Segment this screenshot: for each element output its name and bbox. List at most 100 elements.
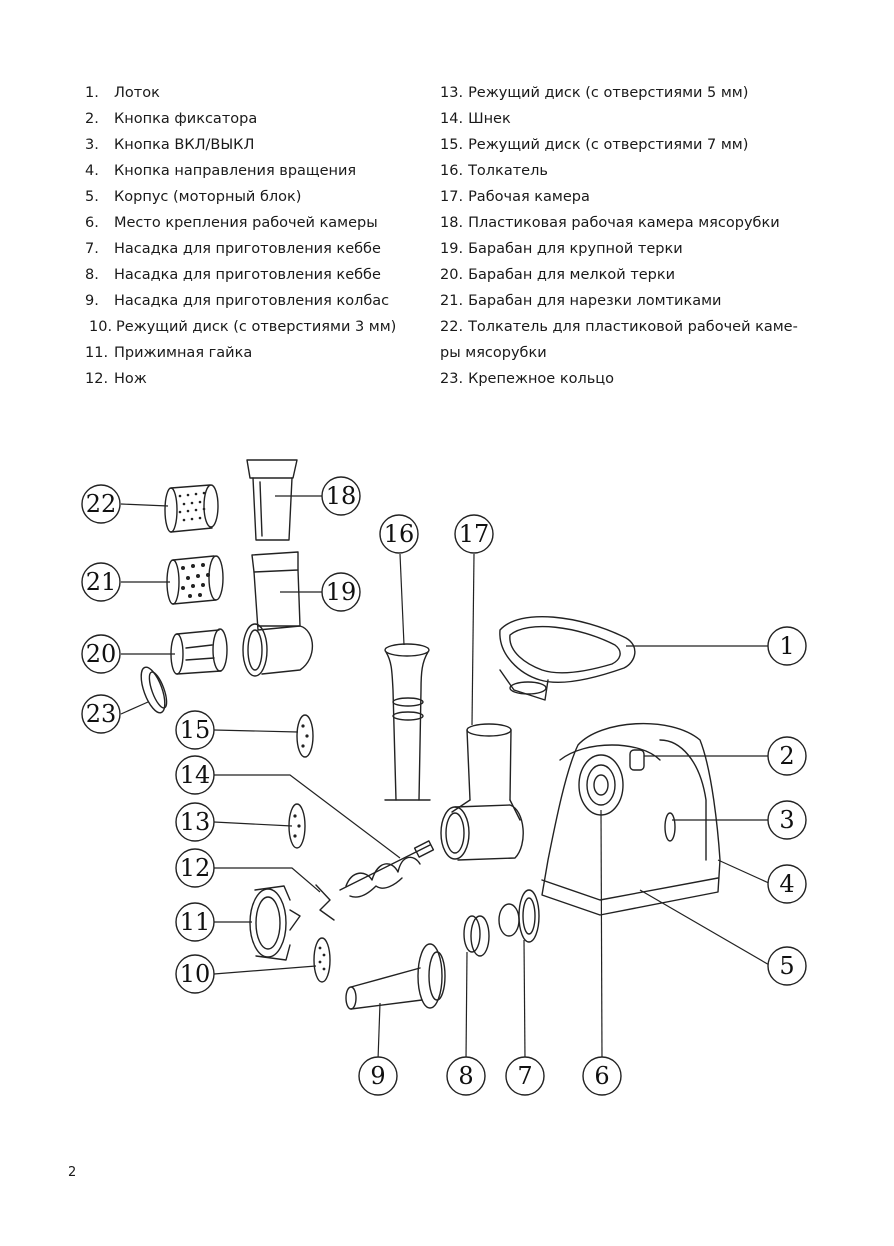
- part-17-working-chamber: [440, 723, 524, 861]
- item-text: Толкатель: [468, 163, 548, 179]
- part-15-disc: [296, 714, 314, 758]
- item-number: 4.: [85, 163, 99, 179]
- item-text: Режущий диск (с отверстиями 7 мм): [468, 137, 749, 153]
- parts-list-item: 12. Нож: [85, 366, 425, 392]
- callout-number: 10: [180, 960, 211, 988]
- parts-list-item: 14.Шнек: [440, 106, 820, 132]
- parts-list-item: 11.Прижимная гайка: [85, 340, 425, 366]
- callout-3: 3: [767, 800, 807, 840]
- part-23-ring: [140, 666, 168, 714]
- callout-number: 2: [779, 742, 794, 770]
- item-number: 16.: [440, 163, 464, 179]
- item-number: 3.: [85, 137, 99, 153]
- callout-number: 5: [779, 952, 794, 980]
- item-text: Шнек: [468, 111, 511, 127]
- item-number: 13.: [440, 85, 464, 101]
- callout-9: 9: [358, 1056, 398, 1096]
- item-text: Место крепления рабочей камеры: [114, 215, 378, 231]
- callout-17: 17: [454, 514, 494, 554]
- part-8-kebbe-attachment: [463, 915, 490, 957]
- part-18-plastic-chamber: [246, 459, 298, 541]
- parts-list-item: 18.Пластиковая рабочая камера мясорубки: [440, 210, 820, 236]
- parts-list-item: 19.Барабан для крупной терки: [440, 236, 820, 262]
- parts-list-item: 8. Насадка для приготовления кеббе: [85, 262, 425, 288]
- item-number: 9.: [85, 293, 99, 309]
- item-number: 8.: [85, 267, 99, 283]
- item-text: Режущий диск (с отверстиями 3 мм): [116, 319, 397, 335]
- item-number: 1.: [85, 85, 99, 101]
- item-text: Нож: [114, 371, 147, 387]
- callout-2: 2: [767, 736, 807, 776]
- item-number: 12.: [85, 371, 109, 387]
- part-7-kebbe-attachment: [498, 889, 540, 943]
- callout-number: 4: [779, 870, 794, 898]
- callout-number: 18: [326, 482, 357, 510]
- item-number: 10.: [89, 319, 113, 335]
- callout-number: 23: [86, 700, 117, 728]
- part-11-nut: [249, 885, 301, 961]
- parts-list-item: 3.Кнопка ВКЛ/ВЫКЛ: [85, 132, 425, 158]
- item-number: 23.: [440, 371, 464, 387]
- callout-4: 4: [767, 864, 807, 904]
- callout-number: 14: [180, 761, 211, 789]
- item-text: Лоток: [114, 85, 160, 101]
- item-text: Барабан для мелкой терки: [468, 267, 676, 283]
- item-number: 21.: [440, 293, 464, 309]
- part-14-auger: [339, 840, 435, 898]
- callout-14: 14: [175, 755, 215, 795]
- callout-23: 23: [81, 694, 121, 734]
- item-number: 2.: [85, 111, 99, 127]
- parts-list-right: 13.Режущий диск (с отверстиями 5 мм)14.Ш…: [440, 80, 820, 392]
- part-22-drum: [164, 484, 219, 533]
- item-number: 17.: [440, 189, 464, 205]
- parts-list-item: 23.Крепежное кольцо: [440, 366, 820, 392]
- parts-list-item: 21.Барабан для нарезки ломтиками: [440, 288, 820, 314]
- parts-list-item: 15.Режущий диск (с отверстиями 7 мм): [440, 132, 820, 158]
- parts-list-item: 4.Кнопка направления вращения: [85, 158, 425, 184]
- callout-1: 1: [767, 626, 807, 666]
- item-number: 7.: [85, 241, 99, 257]
- item-text: Барабан для нарезки ломтиками: [468, 293, 722, 309]
- item-text: Насадка для приготовления колбас: [114, 293, 390, 309]
- item-number: 18.: [440, 215, 464, 231]
- parts-list-item: ры мясорубки: [440, 340, 820, 366]
- part-9-sausage-nozzle: [345, 943, 446, 1010]
- callout-number: 16: [384, 520, 415, 548]
- item-text: Насадка для приготовления кеббе: [114, 267, 381, 283]
- item-text: Кнопка фиксатора: [114, 111, 258, 127]
- parts-list-item: 9. Насадка для приготовления колбас: [85, 288, 425, 314]
- item-text: Толкатель для пластиковой рабочей каме-: [468, 319, 798, 335]
- callout-number: 13: [180, 808, 211, 836]
- parts-list-left: 1. Лоток 2. Кнопка фиксатора 3.Кнопка ВКЛ/ВЫ…: [85, 80, 425, 392]
- callout-16: 16: [379, 514, 419, 554]
- callout-19: 19: [321, 572, 361, 612]
- callout-21: 21: [81, 562, 121, 602]
- item-text: Рабочая камера: [468, 189, 590, 205]
- parts-list-item: 16.Толкатель: [440, 158, 820, 184]
- callout-6: 6: [582, 1056, 622, 1096]
- parts-list-item: 10.Режущий диск (с отверстиями 3 мм): [85, 314, 425, 340]
- callout-number: 20: [86, 640, 117, 668]
- part-12-knife: [315, 884, 335, 921]
- item-text: ры мясорубки: [440, 345, 547, 361]
- callout-number: 9: [370, 1062, 385, 1090]
- item-text: Крепежное кольцо: [468, 371, 615, 387]
- parts-list-item: 6. Место крепления рабочей камеры: [85, 210, 425, 236]
- parts-list-item: 1. Лоток: [85, 80, 425, 106]
- callout-20: 20: [81, 634, 121, 674]
- callout-7: 7: [505, 1056, 545, 1096]
- item-text: Режущий диск (с отверстиями 5 мм): [468, 85, 749, 101]
- part-10-disc: [313, 937, 331, 983]
- motor-body: [541, 722, 721, 916]
- item-number: 14.: [440, 111, 464, 127]
- callout-number: 8: [458, 1062, 473, 1090]
- item-number: 6.: [85, 215, 99, 231]
- callout-number: 19: [326, 578, 357, 606]
- callout-number: 17: [459, 520, 490, 548]
- callout-5: 5: [767, 946, 807, 986]
- callout-15: 15: [175, 710, 215, 750]
- callout-number: 12: [180, 854, 211, 882]
- part-19-drum-chamber: [242, 551, 314, 677]
- page-number: 2: [68, 1165, 77, 1180]
